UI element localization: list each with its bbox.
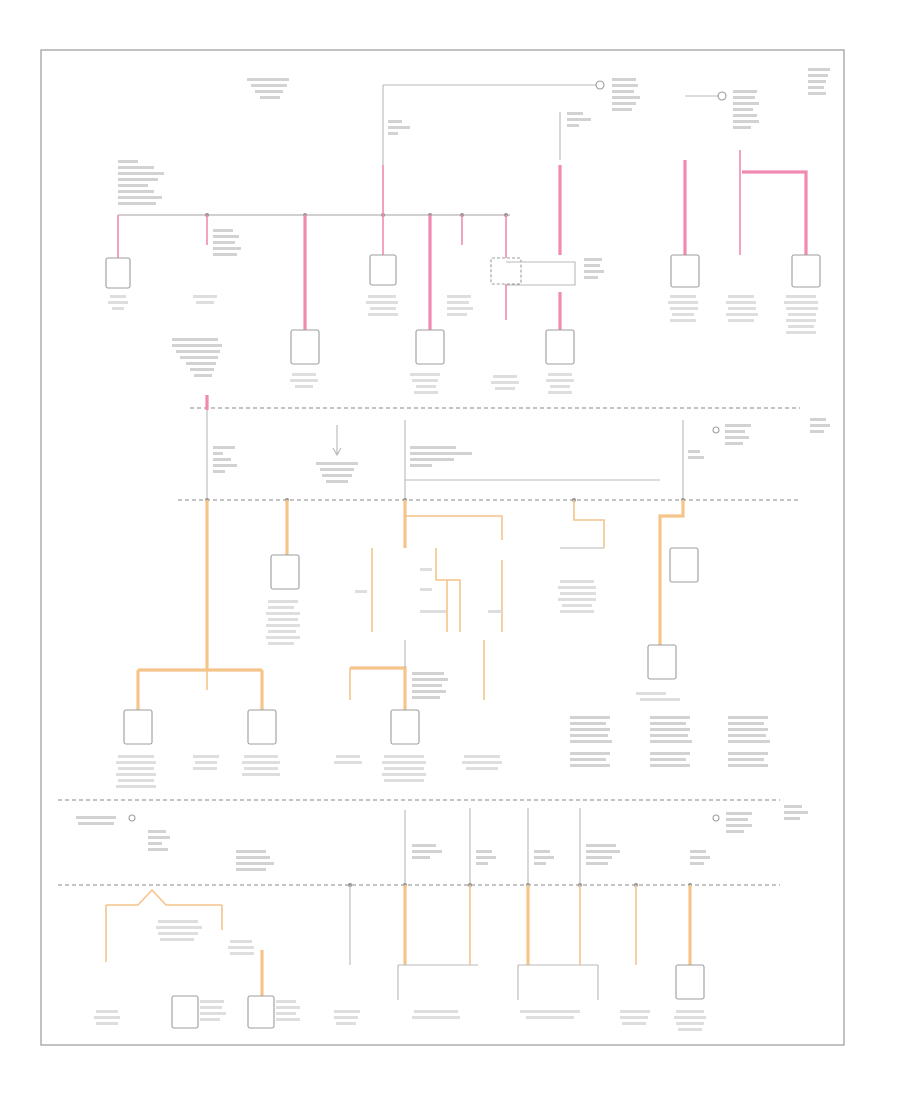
text-cluster-top-right-corner	[808, 68, 830, 95]
text-cluster-bottom-580	[586, 844, 620, 865]
label-top-7	[491, 375, 519, 390]
component-lower-4	[390, 709, 420, 745]
text-cluster-center-lower	[412, 672, 448, 699]
text-cluster-top-feed-2	[388, 120, 410, 135]
bottom-left-connector	[128, 814, 136, 822]
component-mid-3	[669, 547, 699, 583]
label-top-1	[108, 295, 128, 310]
component-mid-4	[647, 644, 677, 680]
component-top-9	[670, 254, 700, 288]
orange-branch-574	[573, 500, 605, 548]
component-top-1	[105, 257, 131, 289]
connector-bracket-8	[506, 261, 576, 286]
label-bottom-fork	[156, 920, 202, 941]
text-cluster-fuse-right	[567, 112, 591, 127]
label-bottom-636	[620, 1010, 650, 1025]
component-top-3	[290, 329, 320, 365]
component-top-4	[369, 254, 397, 286]
text-cluster-bottom-470	[476, 850, 496, 865]
component-bottom-3	[675, 964, 705, 1000]
text-cluster-bus1-right	[810, 418, 830, 433]
text-cluster-bottom-right	[690, 812, 752, 865]
right-feed-connector	[717, 91, 727, 101]
label-top-5	[410, 373, 440, 394]
label-top-2	[193, 295, 217, 304]
text-cluster-mid-right	[688, 424, 751, 459]
label-top-10	[726, 295, 758, 322]
text-cluster-top-center	[247, 78, 289, 99]
bottom-fork	[106, 888, 222, 906]
component-bottom-1	[171, 995, 199, 1029]
label-bottom-528	[520, 1010, 580, 1019]
component-top-5	[415, 329, 445, 365]
text-cluster-mid-center	[410, 446, 472, 467]
middle-section	[116, 338, 830, 788]
mid-right-connector	[712, 426, 720, 434]
top-section	[105, 68, 830, 394]
text-cluster-branch-2	[213, 229, 241, 256]
text-cluster-battery-left	[118, 160, 164, 205]
notes-block	[570, 716, 770, 767]
label-top-11	[784, 295, 818, 334]
wire-branch-11	[742, 170, 808, 255]
label-bottom-fork-left	[94, 1010, 120, 1025]
text-cluster-bottom-405	[412, 844, 442, 859]
top-feed-connector	[595, 80, 605, 90]
label-mid-4	[636, 692, 680, 701]
label-mid-1	[266, 600, 300, 645]
component-top-7-box	[490, 257, 522, 285]
component-top-8	[545, 329, 575, 365]
bottom-link-528-580	[517, 964, 599, 1000]
diagram-frame	[40, 49, 845, 1046]
bottom-link-405-470	[397, 964, 478, 1000]
text-cluster-trunk	[213, 446, 237, 473]
component-lower-1	[123, 709, 153, 745]
label-top-8	[546, 373, 574, 394]
label-lower-1	[116, 755, 156, 788]
label-lower-4	[334, 755, 426, 782]
text-cluster-arrow	[316, 462, 358, 483]
label-lower-5	[462, 755, 502, 770]
label-top-9	[668, 295, 698, 322]
label-top-4	[366, 295, 398, 316]
text-cluster-bottom-528	[534, 850, 554, 865]
text-cluster-top-feed	[612, 78, 640, 111]
component-bottom-2	[247, 995, 275, 1029]
bottom-section	[58, 799, 808, 1031]
label-bottom-690	[674, 1010, 706, 1031]
label-mid-center	[355, 568, 502, 613]
label-bottom-405	[412, 1010, 460, 1019]
label-mid-2	[558, 580, 596, 613]
orange-loop	[435, 548, 461, 632]
label-lower-2	[193, 755, 219, 770]
label-bottom-2	[228, 940, 300, 1021]
label-bottom-350	[334, 1010, 360, 1025]
orange-branch-660	[658, 500, 685, 645]
bottom-right-connector	[712, 814, 720, 822]
label-lower-3	[242, 755, 280, 776]
component-lower-3	[247, 709, 277, 745]
orange-top-link	[405, 515, 503, 540]
label-top-6	[447, 295, 473, 316]
text-cluster-bottom-left	[76, 816, 170, 851]
label-top-3	[290, 373, 318, 388]
orange-center-lower	[350, 666, 407, 710]
text-cluster-bus3-right	[784, 805, 808, 820]
text-cluster-bottom-center-left	[236, 850, 274, 871]
text-cluster-branch-8	[584, 258, 604, 279]
label-bottom-1	[200, 1000, 226, 1021]
ground-arrow-head	[332, 447, 342, 457]
text-cluster-mid-left	[172, 338, 222, 377]
text-cluster-right-feed	[733, 90, 759, 129]
component-mid-1	[270, 554, 300, 590]
component-top-11	[791, 254, 821, 288]
